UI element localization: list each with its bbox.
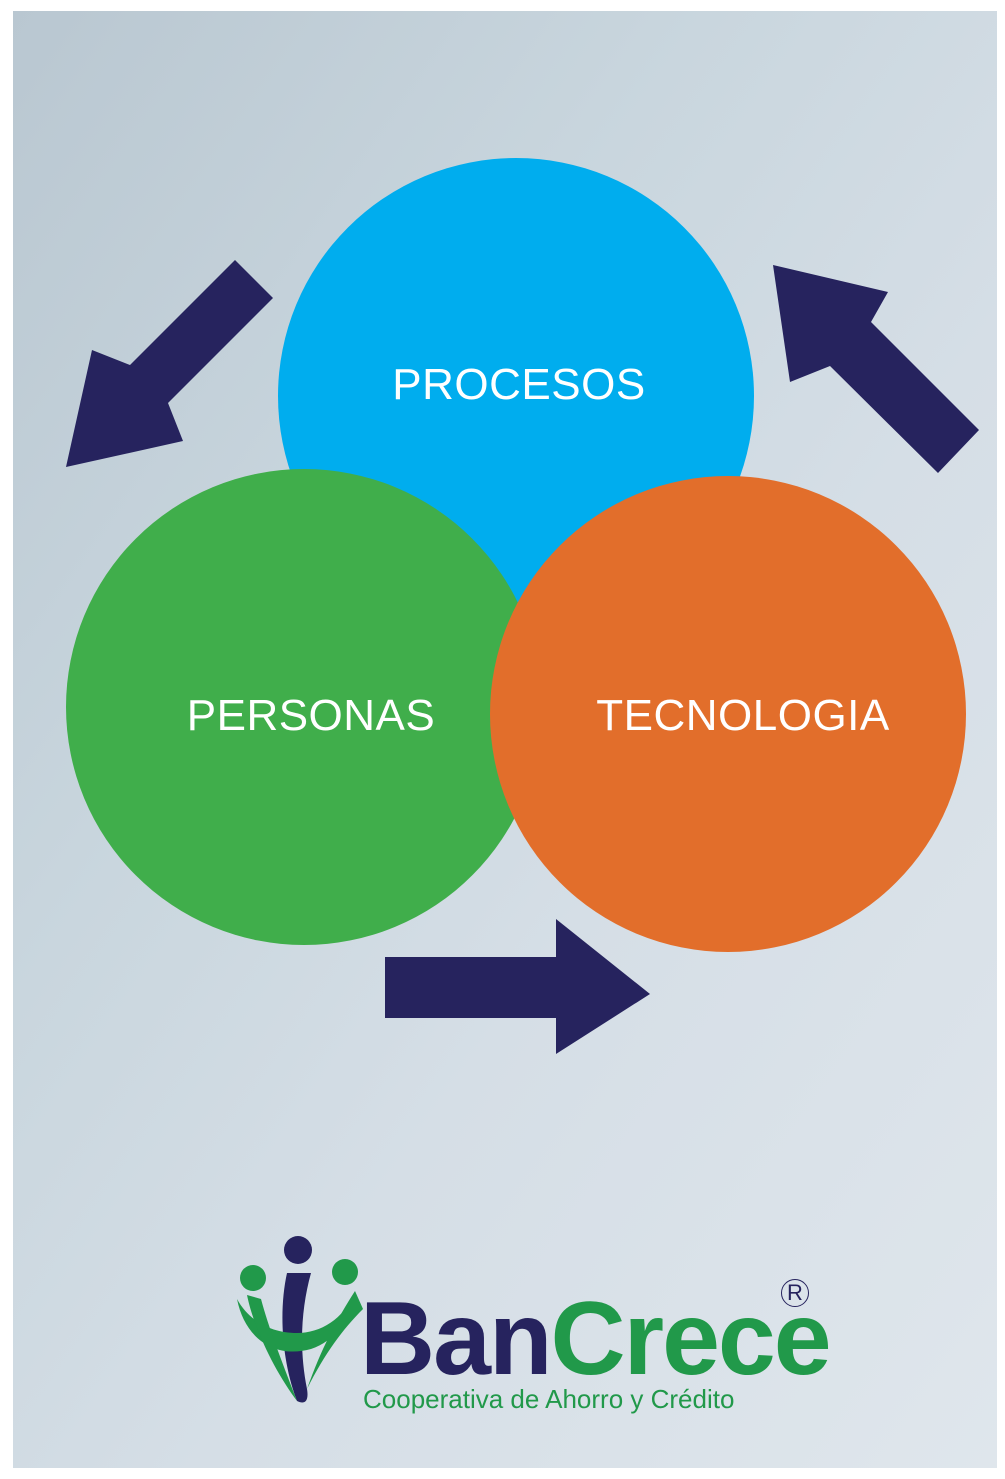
- diagram-panel: PROCESOS PERSONAS TECNOLOGIA: [13, 11, 997, 1468]
- cycle-arrows: [66, 260, 979, 1054]
- tecnologia-label: TECNOLOGIA: [596, 691, 890, 740]
- bancrece-logo: BanCrece R Cooperativa de Ahorro y Crédi…: [225, 1229, 832, 1419]
- personas-label: PERSONAS: [186, 691, 436, 740]
- arrow-procesos-to-personas: [66, 260, 273, 467]
- brand-name: BanCrece: [360, 1287, 832, 1391]
- registered-mark: R: [781, 1279, 809, 1307]
- procesos-label: PROCESOS: [392, 360, 646, 409]
- arrow-tecnologia-to-procesos: [773, 265, 979, 473]
- personas-circle: PERSONAS: [66, 469, 542, 945]
- tecnologia-circle: TECNOLOGIA: [490, 476, 966, 952]
- brand-name-ban: Ban: [360, 1281, 552, 1397]
- brand-name-crece: Crece: [550, 1281, 831, 1397]
- arrow-personas-to-tecnologia: [385, 919, 650, 1054]
- logo-people-icon: [237, 1236, 363, 1403]
- brand-tagline: Cooperativa de Ahorro y Crédito: [363, 1384, 735, 1414]
